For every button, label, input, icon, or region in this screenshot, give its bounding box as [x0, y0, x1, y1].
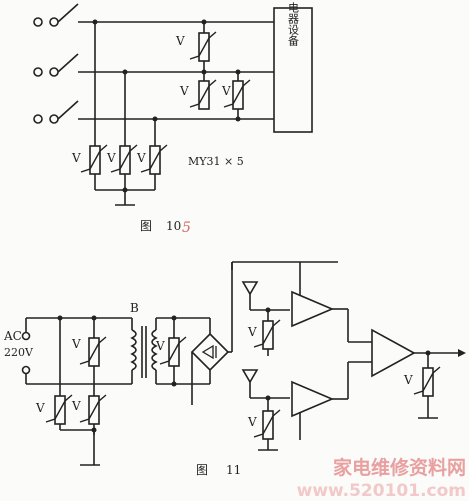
varistor-icon: [413, 366, 441, 397]
bridge-rectifier: [190, 332, 230, 372]
varistor-label: V: [71, 151, 81, 165]
varistor-icon: [80, 144, 108, 175]
handwritten-mark: 5: [182, 220, 191, 236]
varistor-icon: [79, 336, 107, 367]
figure-10: [33, 3, 313, 206]
varistor-label: V: [106, 151, 116, 165]
switches: [57, 3, 79, 120]
varistor-label: V: [247, 325, 257, 339]
device-label: 电器设备: [287, 2, 300, 47]
varistor-label: V: [155, 339, 165, 353]
varistor-label: V: [71, 399, 81, 413]
voltage-label: 220V: [4, 346, 34, 359]
varistor-icon: [189, 31, 217, 62]
varistor-icon: [79, 394, 107, 425]
input-terminals: [33, 17, 59, 124]
varistor-label: V: [71, 337, 81, 351]
model-label: MY31 × 5: [188, 155, 244, 168]
varistor-icon: [189, 79, 217, 110]
varistor-icon: [253, 319, 281, 350]
varistor-label: V: [35, 401, 45, 415]
varistor-icon: [45, 394, 73, 425]
comparator-2: [291, 380, 335, 418]
varistor-label: V: [136, 151, 146, 165]
watermark-url: www.520101.com: [297, 481, 466, 501]
varistor-label: V: [175, 34, 185, 48]
varistor-icon: [253, 409, 281, 440]
device-box: [273, 7, 313, 133]
bus-lines: [78, 21, 274, 120]
comparator-1: [291, 290, 335, 328]
varistor-label: V: [403, 373, 413, 387]
ac-terminal: [21, 331, 31, 341]
figure-11: [21, 261, 458, 466]
fig11-junction-dots: [57, 307, 466, 433]
figure-10-caption: 图: [140, 219, 152, 233]
figure-10-number: 10: [166, 219, 181, 233]
ac-label: AC: [3, 329, 22, 343]
varistor-label: V: [179, 84, 189, 98]
ac-terminal: [21, 365, 31, 375]
watermark-title: 家电维修资料网: [333, 456, 466, 479]
output-amplifier: [371, 328, 416, 378]
varistor-label: V: [247, 415, 257, 429]
figure-11-caption: 图: [196, 463, 208, 477]
varistor-label: V: [221, 84, 231, 98]
transformer-label: B: [130, 301, 139, 315]
figure-11-number: 11: [226, 463, 241, 477]
